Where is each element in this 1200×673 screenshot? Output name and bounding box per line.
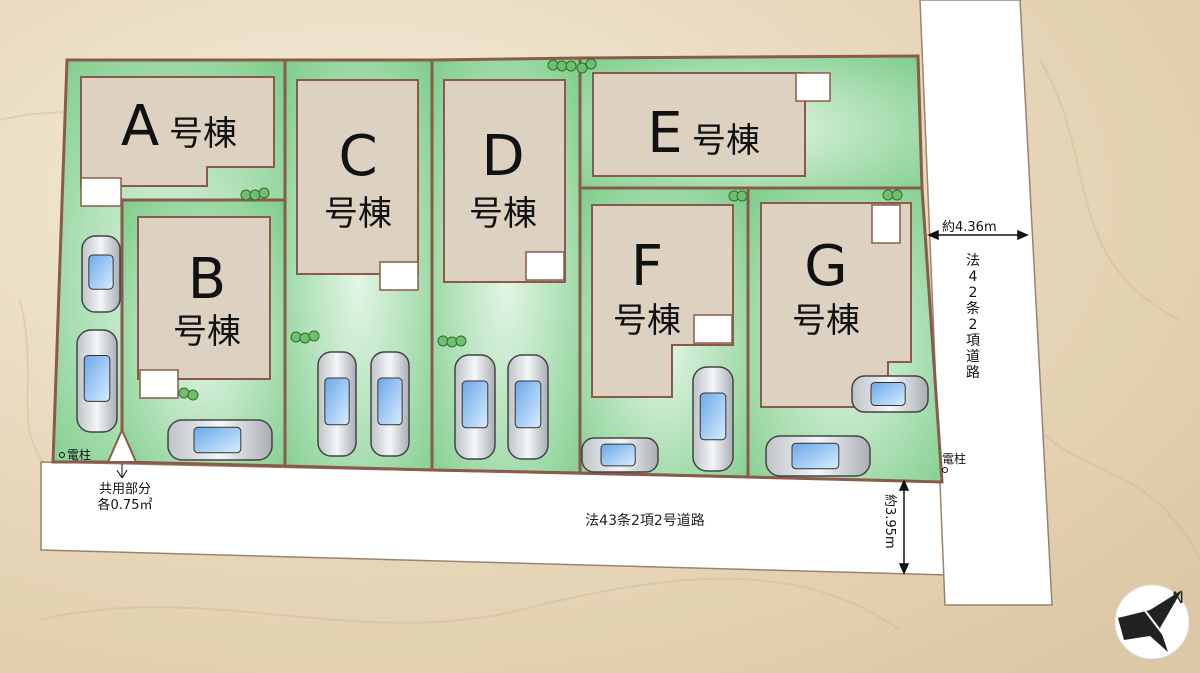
house-f [591,204,734,398]
entrance-c [379,261,419,291]
lot-g-letter: G [804,234,847,299]
lot-d-letter: D [481,124,524,189]
utility-pole-west-label: 電柱 [67,447,91,462]
parked-car [317,351,357,457]
shared-area-arrow [116,464,128,479]
east-road-label-char: 2 [969,285,978,301]
entrance-a [80,177,122,207]
parked-car [167,419,273,461]
house-g [760,202,912,408]
utility-pole-east-label: 電柱 [942,451,966,466]
parked-car [692,366,734,472]
house-c [296,79,419,275]
east-road-width-label: 約4.36m [942,220,997,235]
east-road-label-char: 2 [969,317,978,333]
east-road-label-char: 4 [969,269,978,285]
east-road-label-char: 条 [966,300,980,317]
lot-c-suffix: 号棟 [324,194,392,234]
parked-car [765,435,871,477]
house-e [592,72,806,177]
east-road-width-arrow [927,229,1029,241]
shared-area-label: 共用部分 [99,482,151,497]
north-compass: N [1114,584,1190,660]
lot-a-suffix: 号棟 [169,114,237,154]
parked-car [581,437,659,473]
lot-a-letter: A [121,94,159,159]
lot-e-letter: E [647,101,682,166]
entrance-g [871,204,901,244]
lot-f-letter: F [631,234,663,299]
shared-area-marker [106,427,138,463]
parked-car [370,351,410,457]
east-road-label-char: 項 [966,333,980,349]
compass-n-label: N [1172,588,1184,607]
utility-pole-east [942,467,948,473]
house-d [443,79,566,283]
shared-area-size: 各0.75㎡ [98,497,153,513]
parked-car [76,329,118,433]
south-road-width-label: 約3.95m [882,494,897,549]
parked-car [851,375,929,413]
entrance-e [795,72,831,102]
lot-b-suffix: 号棟 [173,312,241,352]
east-road-label-char: 法 [966,253,980,269]
house-b [137,216,271,380]
utility-pole-west [59,452,65,458]
entrance-b [139,369,179,399]
lot-b-letter: B [188,247,226,312]
lot-c-letter: C [338,124,377,189]
lot-f-suffix: 号棟 [613,301,681,341]
parked-car [454,354,496,460]
east-road-label-char: 路 [966,365,980,381]
lot-e-suffix: 号棟 [692,121,760,161]
entrance-d [525,251,565,281]
south-road-label: 法43条2項2号道路 [585,512,705,529]
parked-car [507,354,549,460]
east-road-label-char: 道 [966,349,980,365]
shrubs [178,58,903,401]
parked-car [81,235,121,313]
south-road-width-arrow [898,479,910,575]
lot-d-suffix: 号棟 [469,194,537,234]
lot-g-suffix: 号棟 [792,301,860,341]
entrance-f [693,314,733,344]
